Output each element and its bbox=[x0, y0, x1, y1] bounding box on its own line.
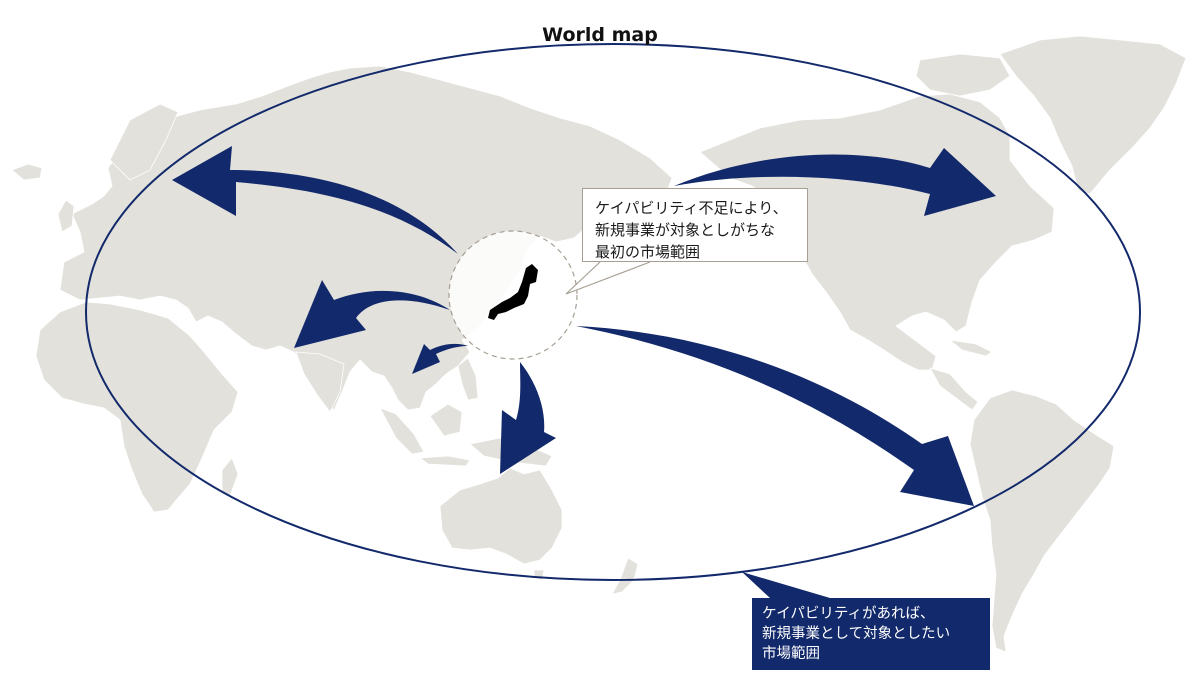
callout-target-line-2: 新規事業として対象としたい bbox=[762, 626, 951, 642]
land-new-zealand bbox=[611, 557, 639, 595]
land-madagascar bbox=[221, 457, 239, 497]
land-south-america bbox=[969, 389, 1115, 653]
land-philippines bbox=[457, 357, 479, 401]
land-iceland bbox=[11, 163, 43, 181]
target-market-ellipse bbox=[85, 43, 1141, 581]
arrow-to-southeast-asia bbox=[412, 343, 468, 374]
callout-target-line-1: ケイパビリティがあれば、 bbox=[762, 606, 935, 622]
callout-current-line-3: 最初の市場範囲 bbox=[595, 243, 701, 261]
arrow-to-india bbox=[294, 280, 450, 348]
land-scandinavia bbox=[109, 103, 179, 181]
arrow-to-europe bbox=[172, 146, 458, 254]
land-australia bbox=[439, 467, 563, 565]
land-borneo bbox=[429, 403, 463, 437]
land-africa bbox=[35, 301, 239, 513]
page-title: World map bbox=[542, 24, 658, 46]
land-central-america bbox=[929, 367, 979, 411]
callout-current-line-2: 新規事業が対象としがちな bbox=[595, 221, 776, 239]
land-uk bbox=[57, 199, 75, 233]
callout-current-market: ケイパビリティ不足により、 新規事業が対象としがちな 最初の市場範囲 bbox=[582, 188, 808, 262]
arrow-to-north-america bbox=[674, 148, 996, 216]
arrow-to-south-america bbox=[576, 326, 974, 506]
land-java bbox=[418, 455, 471, 467]
callout-pointer-target bbox=[742, 572, 830, 598]
callout-target-market: ケイパビリティがあれば、 新規事業として対象としたい 市場範囲 bbox=[752, 598, 990, 670]
expansion-arrows bbox=[172, 146, 996, 506]
callout-current-line-1: ケイパビリティ不足により、 bbox=[595, 199, 788, 217]
land-masses bbox=[11, 35, 1187, 653]
land-cuba bbox=[948, 339, 993, 357]
callout-pointer-current bbox=[565, 261, 651, 295]
japan-silhouette bbox=[488, 264, 538, 320]
land-india bbox=[295, 351, 345, 413]
arrow-to-australia bbox=[500, 362, 556, 474]
current-market-circle bbox=[448, 230, 578, 360]
land-arctic-islands bbox=[915, 53, 1011, 97]
land-greenland bbox=[999, 35, 1187, 195]
callout-target-line-3: 市場範囲 bbox=[762, 646, 820, 662]
land-sumatra bbox=[379, 407, 425, 455]
